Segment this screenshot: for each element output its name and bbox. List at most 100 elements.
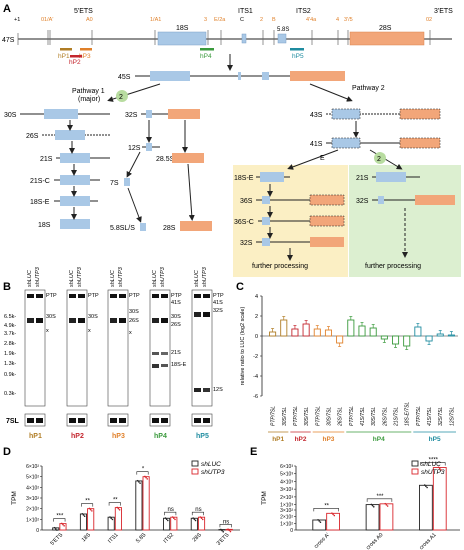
d-legend-label-1: shUTP3 [201,469,225,476]
d-dot-0-5-0 [192,517,194,519]
e-ytick-label-4: 1×10³ [280,503,293,509]
precursor-18se: 18S-E [30,199,50,206]
band-main-luc-4 [194,312,201,317]
blot-panel-1 [66,289,88,407]
step-2-circle-b: 2 [377,156,381,163]
precursor-32s-3: 32S [356,198,369,205]
site-e2a: E/2a [214,17,226,23]
band-main-luc-0 [27,318,34,323]
d-sig-bracket-4 [164,511,177,516]
d-dot-1-3-1 [145,476,147,479]
c-xtick-9: 30S/7SL [371,407,377,426]
d-bar-1-3 [142,476,150,531]
d-sig-4: ns [168,507,174,513]
d-bar-0-3 [135,480,143,531]
blot-label-1-0: PTP [88,293,99,299]
d-xtick-6: 3'ETS [216,532,231,547]
d-dot-0-6-2 [222,530,225,533]
label-its1: ITS1 [238,8,253,15]
precursor-32s: 32S [125,112,138,119]
c-bar-3 [302,323,310,337]
lane-shutp3-2: shUTP3 [118,266,124,287]
band-ptp-utp3-4 [203,294,210,298]
c-xtick-13: PTP/7SL [416,406,422,426]
band-main-utp3-1 [78,318,85,323]
precursor-7s: 7S [110,180,119,187]
blot-label-4-2: 32S [213,308,223,314]
d-ytick-label-5: 5×10² [26,475,39,481]
panel-label-a: A [3,3,11,15]
label-3ets: 3'ETS [434,8,453,15]
c-group-label-4: hP5 [429,436,441,443]
e-xtick-1: cross A0 [365,532,384,550]
blot-label-3-4: 21S [171,350,181,356]
band-ptp-luc-3 [152,294,159,298]
blot-probe-2: hP3 [112,433,125,440]
band-7sl-luc-3 [152,418,159,423]
blot-panel-2 [107,289,129,407]
d-sig-5: ns [195,507,201,513]
blot-label-2-2: 26S [129,318,139,324]
c-ytick-label-3: -2 [253,354,258,360]
c-bar-9 [369,327,377,337]
e-sig-0: ** [324,503,329,509]
precursor-43s: 43S [310,112,323,119]
precursor-45s: 45S [118,74,131,81]
c-group-label-1: hP2 [295,436,307,443]
band-main-utp3-2 [119,318,126,323]
band-ptp-utp3-2 [119,294,126,298]
c-xtick-4: PTP/7SL [315,406,321,426]
band-12s-utp3 [203,388,210,392]
d-bar-1-2 [114,507,122,531]
band-18se-luc [152,364,159,368]
e-bar-1-2 [432,467,447,531]
e-bar-0-1 [365,504,380,531]
band-main-utp3-0 [36,318,43,323]
precursor-32s-2: 32S [240,240,253,247]
e-legend-label-1: shUTP3 [421,469,445,476]
band-ptp-utp3-1 [78,294,85,298]
c-xtick-11: 21S/7SL [394,407,400,427]
e-dot-0-1-0 [370,503,373,506]
c-bar-14 [425,335,433,342]
d-dot-1-0-2 [63,525,65,527]
c-group-label-0: hP1 [272,436,284,443]
c-bar-1 [280,319,288,337]
e-dot-1-2-0 [437,466,440,469]
d-dot-0-2-0 [109,516,111,518]
marker-label-7: 0.3k- [4,391,16,397]
e-legend-swatch-0 [411,460,419,467]
e-sig-bracket-1 [366,498,393,502]
d-sig-3: * [142,467,145,473]
e-xtick-2: cross A1 [419,532,438,550]
c-bar-12 [403,335,411,347]
d-dot-1-1-0 [88,507,91,510]
c-bar-4 [313,328,321,337]
d-dot-0-1-0 [81,513,84,515]
precursor-47s: 47S [2,37,15,44]
d-dot-1-0-0 [60,522,63,525]
band-18se-utp3 [161,364,168,367]
marker-label-1: 4.9k- [4,323,16,329]
band-ptp-luc-4 [194,294,201,298]
d-dot-1-4-2 [174,518,176,521]
blot-panel-3 [149,289,171,407]
d-dot-1-4-0 [171,516,174,518]
d-xtick-4: ITS2 [163,532,175,544]
marker-label-2: 3.7k- [4,331,16,337]
d-dot-0-6-1 [221,529,223,532]
lane-shluc-3: shLUC [152,270,158,287]
d-dot-1-6-1 [228,529,231,532]
d-dot-1-5-2 [201,518,204,521]
band-7sl-luc-2 [110,418,117,423]
band-main-luc-1 [69,318,76,323]
chart-e: 01×10²2×10²3×10²1×10³2×10³3×10³4×10³5×10… [261,458,460,550]
blot-label-0-1: 30S [46,314,56,320]
e-ytick-label-5: 2×10³ [280,495,293,501]
label-5ets: 5'ETS [74,8,93,15]
probe-hp3: hP3 [79,53,91,60]
northern-blots: 6.5k-4.9k-3.7k-2.8k-1.9k-1.3k-0.9k-0.3k-… [4,266,224,440]
marker-label-6: 0.9k- [4,372,16,378]
e-dot-1-1-1 [385,504,388,506]
